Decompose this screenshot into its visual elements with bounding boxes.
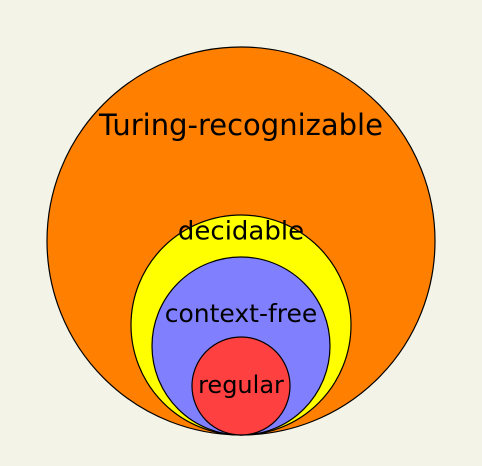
regular-label: regular [198,371,284,399]
decidable-label: decidable [178,217,304,247]
context-free-label: context-free [165,299,318,328]
regular-circle [191,336,291,436]
turing-recognizable-label: Turing-recognizable [98,108,383,142]
